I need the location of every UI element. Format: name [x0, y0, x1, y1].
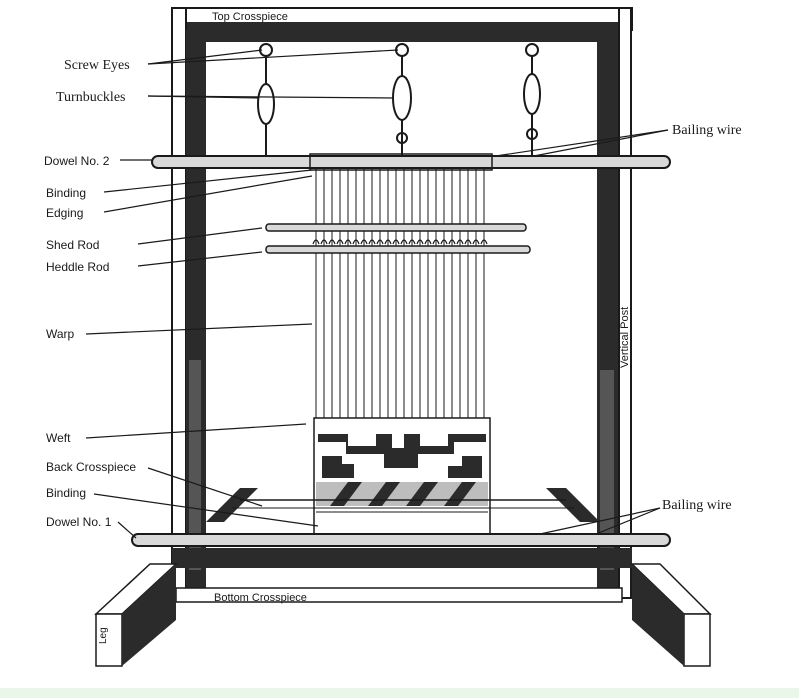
right-leg	[630, 563, 712, 667]
label-screw-eyes: Screw Eyes	[64, 58, 130, 73]
left-leg	[94, 563, 178, 667]
back-crosspiece	[206, 488, 600, 522]
label-bailing-wire-top: Bailing wire	[672, 123, 742, 138]
label-binding-top: Binding	[46, 186, 86, 200]
vertical-post	[597, 7, 632, 599]
turnbuckle-assembly-3	[523, 43, 541, 158]
bottom-strip	[0, 688, 799, 698]
label-top-crosspiece: Top Crosspiece	[212, 11, 288, 23]
label-bailing-wire-bottom: Bailing wire	[662, 498, 732, 513]
label-weft: Weft	[46, 431, 71, 445]
warp-threads	[315, 168, 485, 420]
heddle-rod	[265, 239, 531, 254]
turnbuckle-assembly-1	[257, 43, 275, 158]
label-warp: Warp	[46, 327, 75, 341]
top-crosspiece	[171, 7, 633, 42]
label-turnbuckles: Turnbuckles	[56, 90, 126, 105]
label-dowel-no-2: Dowel No. 2	[44, 154, 110, 168]
label-back-crosspiece: Back Crosspiece	[46, 460, 136, 474]
woven-weft	[313, 417, 491, 535]
label-leg: Leg	[98, 627, 109, 644]
leader-lines	[85, 49, 669, 539]
label-vertical-post: Vertical Post	[619, 307, 631, 368]
label-dowel-no-1: Dowel No. 1	[46, 515, 112, 529]
label-bottom-crosspiece: Bottom Crosspiece	[214, 592, 307, 604]
label-edging: Edging	[46, 206, 83, 220]
label-shed-rod: Shed Rod	[46, 238, 99, 252]
bottom-beam	[172, 548, 632, 568]
label-binding-bottom: Binding	[46, 486, 86, 500]
dowel-no-1	[131, 533, 671, 547]
label-heddle-rod: Heddle Rod	[46, 260, 109, 274]
turnbuckle-assembly-2	[392, 43, 412, 158]
shed-rod	[265, 223, 527, 232]
dowel-no-2	[151, 153, 671, 171]
